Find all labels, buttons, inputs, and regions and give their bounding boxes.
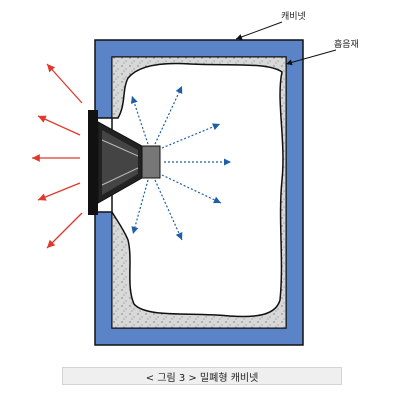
- absorber-label: 흡음재: [334, 40, 359, 50]
- absorber-callout-arrow: [285, 49, 337, 66]
- figure-caption: < 그림 3 > 밀폐형 캐비넷: [62, 367, 342, 385]
- speaker-driver: [88, 110, 161, 215]
- caption-text: < 그림 3 > 밀폐형 캐비넷: [145, 372, 259, 384]
- inner-cavity: [111, 62, 284, 318]
- inward-sound-arrows: [130, 85, 231, 241]
- cabinet-label: 캐비넷: [281, 12, 306, 22]
- outward-sound-arrows: [32, 63, 83, 249]
- cabinet-callout-arrow: [235, 21, 283, 40]
